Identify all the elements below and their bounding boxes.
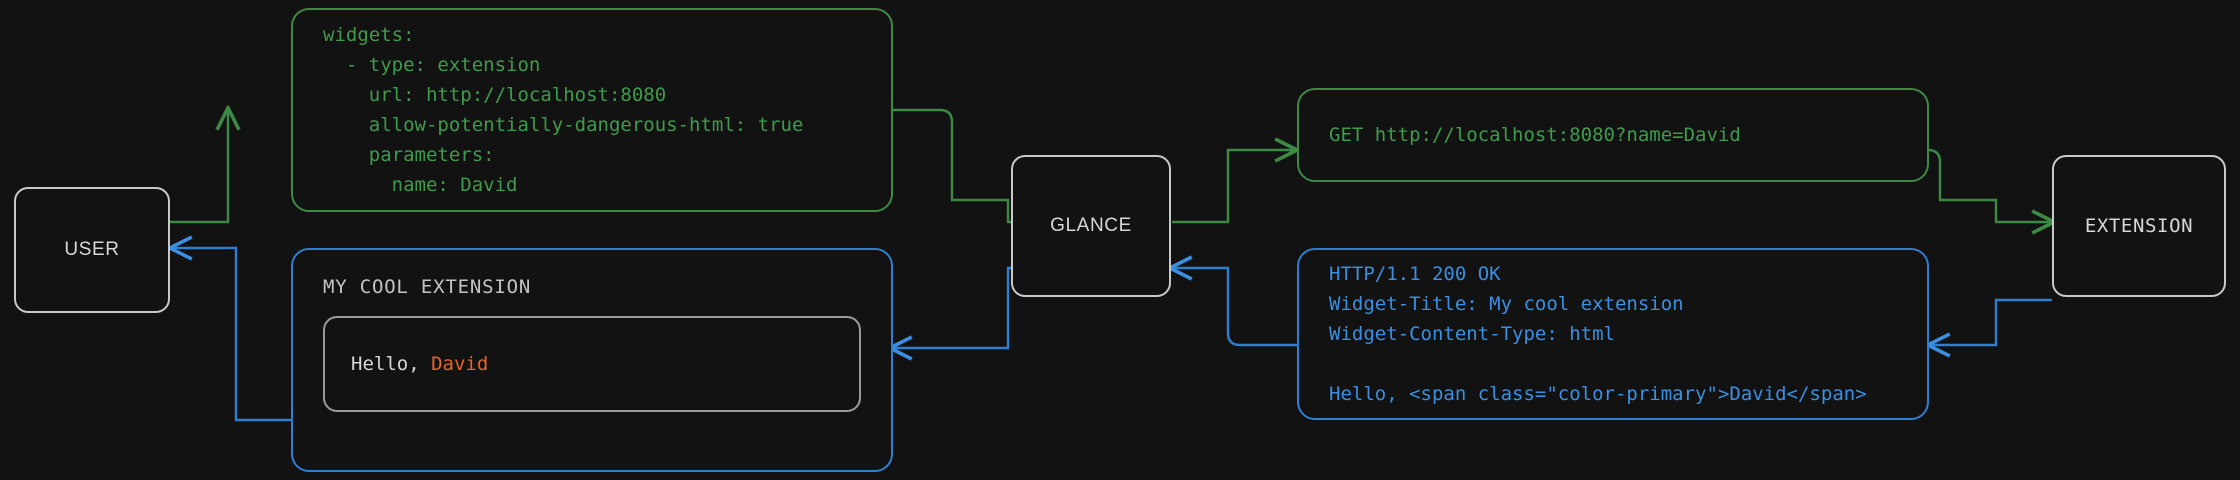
node-extension-label: EXTENSION [2084, 215, 2194, 237]
node-user-label: USER [64, 239, 120, 260]
config-yaml-text: widgets: - type: extension url: http://l… [323, 23, 804, 197]
edge-request-to-extension [1927, 148, 2052, 222]
edge-extension-to-response [1930, 298, 2052, 345]
widget-greeting-prefix: Hello, [351, 353, 432, 375]
edge-user-to-config [170, 110, 228, 224]
widget-title: MY COOL EXTENSION [323, 276, 532, 298]
edge-response-to-glance [1172, 268, 1297, 347]
widget-content-card: Hello, David [323, 316, 861, 412]
edge-glance-to-request [1172, 150, 1295, 224]
node-glance[interactable]: GLANCE [1011, 155, 1171, 297]
edge-widget-to-user [172, 248, 292, 422]
http-request-text: GET http://localhost:8080?name=David [1329, 123, 1741, 146]
http-response-text: HTTP/1.1 200 OK Widget-Title: My cool ex… [1329, 262, 1867, 406]
node-extension[interactable]: EXTENSION [2052, 155, 2226, 297]
widget-greeting-name: David [431, 353, 489, 375]
node-glance-label: GLANCE [1050, 215, 1132, 236]
box-rendered-widget: MY COOL EXTENSION Hello, David [291, 248, 893, 472]
box-widget-config: widgets: - type: extension url: http://l… [291, 8, 893, 212]
box-http-request: GET http://localhost:8080?name=David [1297, 88, 1929, 182]
node-user[interactable]: USER [14, 187, 170, 313]
box-http-response: HTTP/1.1 200 OK Widget-Title: My cool ex… [1297, 248, 1929, 420]
